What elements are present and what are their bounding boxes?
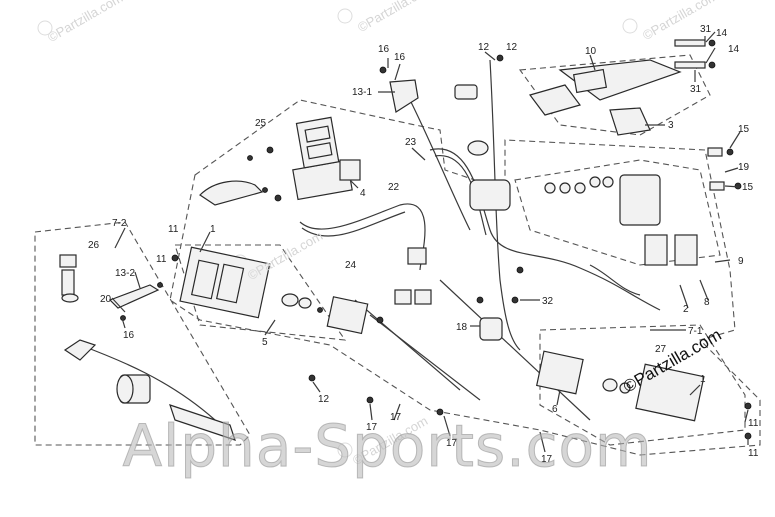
- callout-14a: 14: [716, 28, 728, 39]
- callout-1b: 1: [700, 374, 706, 385]
- callout-10: 10: [585, 46, 597, 57]
- callout-12a: 12: [478, 42, 490, 53]
- right-master-cylinder: [528, 39, 716, 136]
- callout-4: 4: [360, 188, 366, 199]
- callout-31b: 31: [690, 84, 702, 95]
- callout-19: 19: [738, 162, 750, 173]
- callout-15b: 15: [742, 182, 754, 193]
- left-caliper-assembly: [171, 246, 384, 335]
- callout-7-1: 7-1: [688, 326, 703, 337]
- callout-6: 6: [552, 404, 558, 415]
- callout-12b: 12: [506, 42, 518, 53]
- callout-12c: 12: [318, 394, 330, 405]
- right-caliper-group: [544, 147, 742, 266]
- callout-1a: 1: [210, 224, 216, 235]
- callout-17d: 17: [541, 454, 553, 465]
- callout-9: 9: [738, 256, 744, 267]
- brake-lines: [79, 59, 661, 421]
- callout-24: 24: [345, 260, 357, 271]
- callout-17a: 17: [366, 422, 378, 433]
- callout-11c: 11: [748, 418, 759, 429]
- junction-block: [379, 54, 524, 305]
- callout-22: 22: [388, 182, 400, 193]
- right-lower-caliper: [308, 317, 752, 440]
- rear-master-assembly: [59, 254, 236, 441]
- callout-14b: 14: [728, 44, 740, 55]
- callout-16c: 16: [123, 330, 135, 341]
- callout-16b: 16: [394, 52, 406, 63]
- callout-5: 5: [262, 337, 268, 348]
- callout-2: 2: [683, 304, 689, 315]
- callout-labels: 16 16 13-1 12 12 31 14 14 10 31 3 15 19 …: [88, 24, 759, 465]
- leader-lines: [111, 31, 749, 453]
- callout-15a: 15: [738, 124, 750, 135]
- callout-26: 26: [88, 240, 100, 251]
- callout-16a: 16: [378, 44, 390, 55]
- alpha-sports-watermark: Alpha-Sports.com: [122, 412, 653, 481]
- callout-17c: 17: [446, 438, 458, 449]
- callout-20: 20: [100, 294, 112, 305]
- callout-8: 8: [704, 297, 710, 308]
- callout-25: 25: [255, 118, 267, 129]
- callout-11d: 11: [748, 448, 759, 459]
- callout-3: 3: [668, 120, 674, 131]
- callout-11a: 11: [168, 224, 179, 235]
- callout-7-2: 7-2: [112, 218, 127, 229]
- callout-18: 18: [456, 322, 468, 333]
- front-master-cylinder: [199, 116, 361, 206]
- callout-11b: 11: [156, 254, 167, 265]
- callout-27: 27: [655, 344, 667, 355]
- callout-31a: 31: [700, 24, 712, 35]
- callout-32: 32: [542, 296, 554, 307]
- callout-23: 23: [405, 137, 417, 148]
- callout-13-2: 13-2: [115, 268, 135, 279]
- callout-17b: 17: [390, 412, 402, 423]
- callout-13-1: 13-1: [352, 87, 372, 98]
